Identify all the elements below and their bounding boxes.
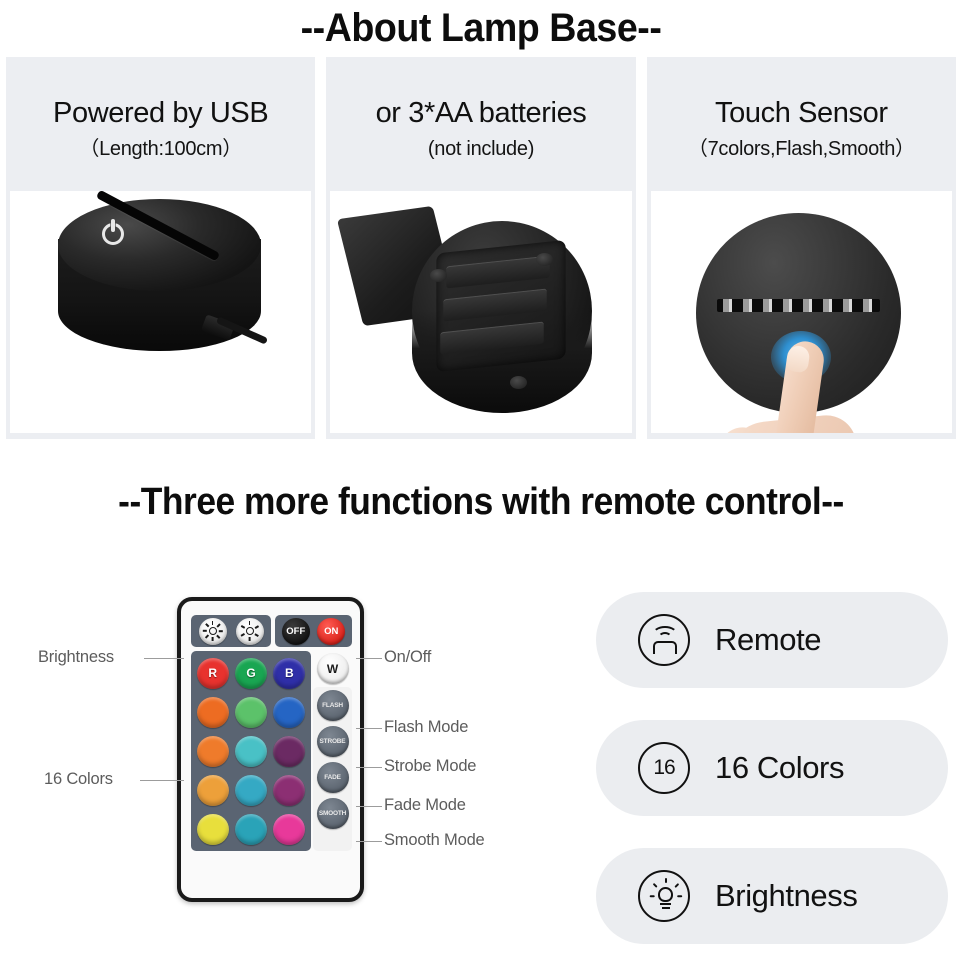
lamp-base-illustration [10, 191, 311, 433]
power-off-button[interactable]: OFF [281, 617, 310, 645]
panel-title: Powered by USB [53, 96, 269, 129]
panel-subtitle: （7colors,Flash,Smooth） [687, 137, 915, 160]
lamp-base-top [58, 199, 261, 291]
callout-strobe-mode: Strobe Mode [384, 757, 477, 775]
flash-mode-button[interactable]: FLASH [316, 690, 349, 721]
color-button[interactable] [273, 813, 306, 845]
callout-16-colors: 16 Colors [44, 770, 113, 788]
panel-aa-batteries: or 3*AA batteries (not include) [326, 57, 636, 439]
rgb-remote-control[interactable]: OFF ON R G B [177, 597, 364, 902]
power-button-group: OFF ON [275, 615, 352, 647]
color-button[interactable] [273, 696, 306, 728]
touch-sensor-illustration [651, 191, 952, 433]
leader-line-flash-mode [356, 728, 382, 729]
remote-signal-icon [638, 614, 690, 666]
fade-mode-button[interactable]: FADE [316, 762, 349, 793]
brightness-up-icon [202, 621, 223, 641]
color-button[interactable] [234, 774, 267, 806]
color-button[interactable] [234, 735, 267, 767]
panel-subtitle: (not include) [427, 137, 535, 160]
brightness-button-group [191, 615, 271, 647]
panel-title: or 3*AA batteries [375, 96, 587, 129]
section-title-about-lamp-base: --About Lamp Base-- [300, 6, 662, 50]
leader-line-on-off [356, 658, 382, 659]
lamp-base-usb-photo [10, 191, 312, 433]
panel-subtitle: （Length:100cm） [79, 137, 242, 160]
battery-base-illustration [330, 191, 631, 433]
callout-flash-mode: Flash Mode [384, 718, 469, 736]
color-button-grid: R G B [191, 651, 311, 851]
lamp-base-panels: Powered by USB （Length:100cm） or 3*AA ba… [6, 57, 956, 439]
color-button[interactable]: G [234, 657, 267, 689]
leader-line-smooth-mode [356, 841, 382, 842]
color-button[interactable] [234, 696, 267, 728]
power-on-button[interactable]: ON [317, 617, 346, 645]
color-button[interactable] [234, 813, 267, 845]
feature-pill-brightness[interactable]: Brightness [596, 848, 948, 944]
color-button[interactable]: R [196, 657, 229, 689]
color-button[interactable] [273, 735, 306, 767]
mode-button-column: W FLASH STROBE FADE SMOOTH [313, 651, 352, 851]
panel-touch-sensor: Touch Sensor （7colors,Flash,Smooth） [646, 57, 956, 439]
color-button[interactable] [273, 774, 306, 806]
callout-smooth-mode: Smooth Mode [384, 831, 485, 849]
number-16-icon: 16 [638, 742, 690, 794]
brightness-up-button[interactable] [198, 617, 227, 645]
color-button[interactable] [196, 735, 229, 767]
panel-title: Touch Sensor [715, 96, 888, 129]
leader-line-brightness [144, 658, 184, 659]
panel-header: or 3*AA batteries (not include) [330, 61, 631, 191]
remote-main-pad: R G B W FLASH STROBE FADE [191, 651, 352, 851]
color-button[interactable] [196, 813, 229, 845]
base-foot [536, 253, 554, 266]
feature-pill-remote[interactable]: Remote [596, 592, 948, 688]
feature-pill-label: Remote [715, 622, 822, 657]
leader-line-fade-mode [356, 806, 382, 807]
color-button[interactable] [196, 774, 229, 806]
brightness-down-icon [240, 621, 259, 641]
feature-pill-label: 16 Colors [715, 750, 845, 785]
base-foot [510, 376, 528, 389]
leader-line-strobe-mode [356, 767, 382, 768]
power-button-bar-icon [111, 219, 115, 232]
section-title-remote-functions: --Three more functions with remote contr… [118, 481, 844, 523]
lamp-base-battery-compartment-photo [330, 191, 632, 433]
panel-header: Touch Sensor （7colors,Flash,Smooth） [651, 61, 952, 191]
callout-fade-mode: Fade Mode [384, 796, 466, 814]
callout-brightness: Brightness [38, 648, 114, 666]
panel-header: Powered by USB （Length:100cm） [10, 61, 311, 191]
panel-powered-by-usb: Powered by USB （Length:100cm） [6, 57, 316, 439]
remote-top-row: OFF ON [191, 615, 352, 647]
lamp-base-touch-sensor-photo [650, 191, 952, 433]
color-button[interactable] [196, 696, 229, 728]
strobe-mode-button[interactable]: STROBE [316, 726, 349, 757]
leader-line-16-colors [140, 780, 184, 781]
light-bulb-icon [638, 870, 690, 922]
smooth-mode-button[interactable]: SMOOTH [316, 798, 349, 829]
feature-pill-label: Brightness [715, 878, 858, 913]
callout-on-off: On/Off [384, 648, 432, 666]
white-color-button[interactable]: W [316, 653, 349, 684]
led-strip [716, 299, 880, 312]
color-button[interactable]: B [273, 657, 306, 689]
feature-pill-16-colors[interactable]: 16 16 Colors [596, 720, 948, 816]
brightness-down-button[interactable] [235, 617, 264, 645]
base-foot [430, 269, 448, 282]
feature-pill-list: Remote 16 16 Colors Brightness [596, 592, 948, 944]
